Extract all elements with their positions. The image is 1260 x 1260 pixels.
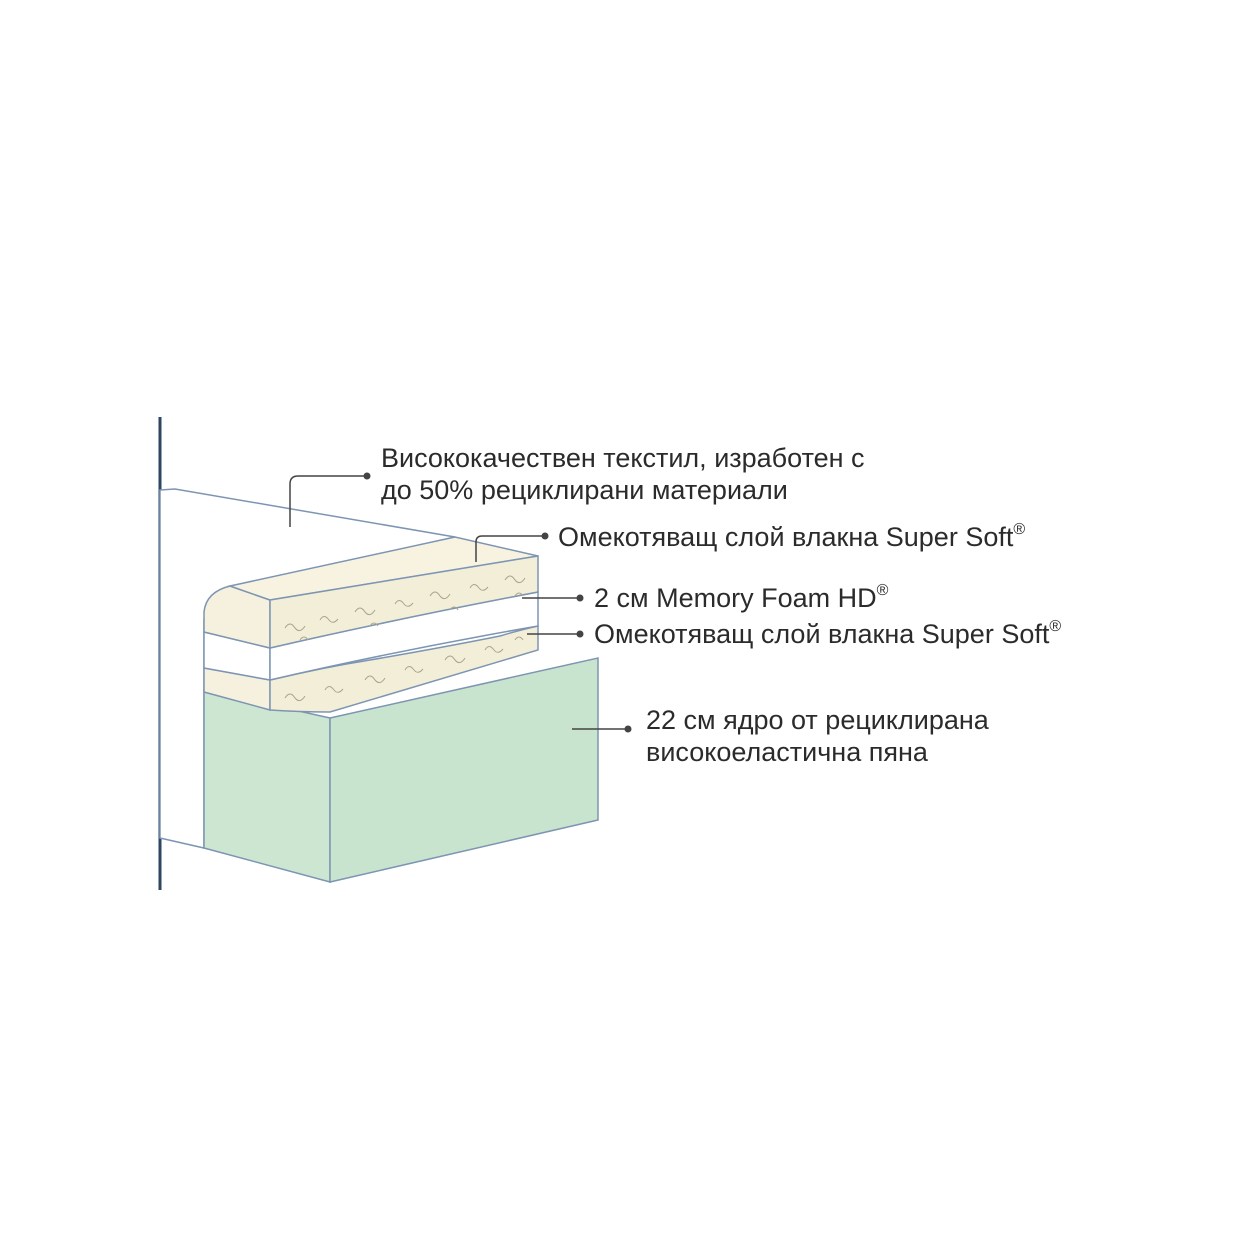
fiber-top-label-text: Омекотяващ слой влакна Super Soft [558,522,1014,552]
textile-label: Висококачествен текстил, изработен с до … [381,442,865,506]
core-label-line2: високоеластична пяна [646,737,928,767]
fiber-bottom-label: Омекотяващ слой влакна Super Soft® [594,618,1061,650]
memory-foam-label: 2 см Memory Foam HD® [594,582,888,614]
leader-lines [289,475,626,730]
fiber-bottom-label-text: Омекотяващ слой влакна Super Soft [594,619,1050,649]
core-label: 22 см ядро от рециклирана високоеластичн… [646,704,989,768]
fiber-top-registered-mark: ® [1013,521,1026,538]
upper-fiber-side [269,555,539,649]
fiber-bottom-registered-mark: ® [1049,618,1062,635]
fiber-top-label: Омекотяващ слой влакна Super Soft® [558,521,1025,553]
core-foam-block [203,657,599,883]
textile-label-line2: до 50% рециклирани материали [381,475,788,505]
fiber-texture [284,575,526,702]
textile-label-line1: Висококачествен текстил, изработен с [381,443,865,473]
leader-dots [363,472,632,733]
memory-foam-label-text: 2 см Memory Foam HD [594,583,877,613]
core-label-line1: 22 см ядро от рециклирана [646,705,989,735]
memory-foam-registered-mark: ® [876,582,889,599]
